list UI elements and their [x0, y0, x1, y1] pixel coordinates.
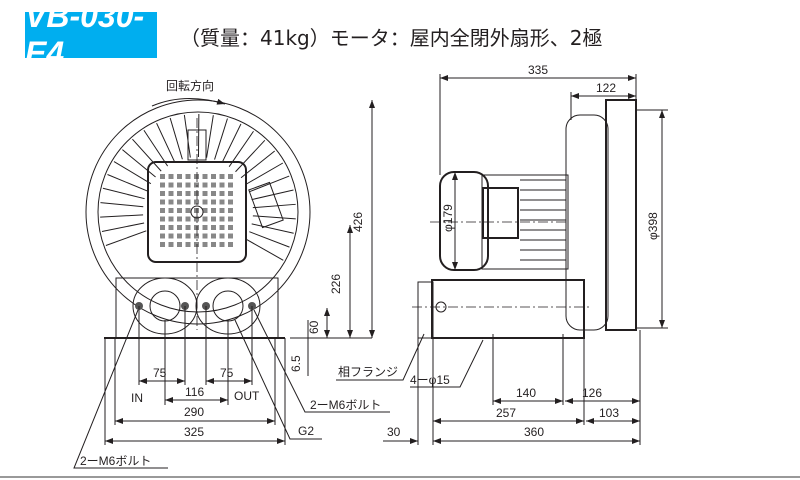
front-view: 回転方向 426 226 60 6.5 75: [73, 78, 390, 469]
bolt-label-left: 2ーM6ボルト: [80, 454, 151, 468]
cooling-fin: [105, 230, 147, 246]
cooling-fin: [245, 238, 284, 261]
cooling-fin: [122, 149, 156, 178]
cooling-fin: [214, 118, 228, 160]
model-spec: （質量：41kg）モータ：屋内全閉外扇形、2極: [180, 26, 603, 50]
dim-116: 116: [185, 385, 204, 399]
cooling-fin: [100, 202, 144, 208]
cooling-fin: [183, 114, 191, 158]
dim-335: 335: [528, 63, 548, 77]
cooling-fin: [107, 174, 148, 192]
cooling-fin: [252, 203, 296, 209]
cooling-fin: [206, 115, 214, 158]
dim-290: 290: [184, 405, 204, 419]
cooling-fin: [251, 223, 294, 234]
outlet-port: [212, 290, 244, 322]
dim-phi-179: φ179: [441, 204, 455, 232]
dim-325: 325: [184, 425, 204, 439]
holes-label: 4ーφ15: [410, 373, 450, 387]
cooling-fin: [251, 189, 294, 201]
dim-phi-398: φ398: [646, 212, 660, 240]
rotation-label: 回転方向: [166, 78, 214, 93]
dim-426: 426: [351, 212, 365, 232]
fan-housing: [565, 114, 609, 331]
side-base: [431, 279, 585, 339]
dim-257: 257: [496, 406, 516, 420]
g2-label: G2: [298, 424, 314, 438]
bolt-label-right: 2ーM6ボルト: [310, 398, 381, 412]
cooling-fin: [245, 162, 284, 185]
dim-6-5: 6.5: [289, 355, 303, 372]
flange-label: 相フランジ: [338, 365, 398, 379]
cooling-fin: [100, 214, 144, 218]
cooling-fin: [169, 117, 183, 160]
cooling-fin: [248, 175, 290, 193]
dim-103: 103: [599, 406, 619, 420]
cooling-fin: [235, 139, 266, 173]
label-out: OUT: [234, 389, 260, 403]
mating-flange: [417, 281, 434, 339]
cooling-fin: [143, 130, 169, 167]
fan-casing: [85, 99, 311, 325]
dim-226: 226: [329, 274, 343, 294]
cooling-fin: [252, 215, 296, 220]
dim-122: 122: [596, 81, 616, 95]
cooling-fin: [221, 123, 242, 163]
dim-30: 30: [387, 425, 401, 439]
dim-140: 140: [516, 386, 536, 400]
dim-60: 60: [307, 320, 321, 334]
rotation-arrow-icon: [151, 97, 226, 107]
dim-75-in: 75: [153, 366, 167, 380]
motor-end-cover: [439, 171, 489, 271]
cooling-fin: [101, 222, 145, 233]
cooling-fin: [132, 138, 162, 172]
cooling-fin: [249, 231, 290, 248]
dim-126: 126: [582, 386, 602, 400]
cooling-fin: [156, 122, 176, 163]
cooling-fin: [228, 130, 254, 167]
label-in: IN: [131, 391, 143, 405]
cooling-fin: [102, 187, 145, 200]
side-view: 335 122 φ179 φ398 140 126 257 103 30: [336, 63, 668, 445]
terminal-box: [482, 187, 519, 239]
cooling-fin: [113, 161, 152, 185]
dim-360: 360: [524, 425, 544, 439]
dim-75-out: 75: [220, 366, 234, 380]
